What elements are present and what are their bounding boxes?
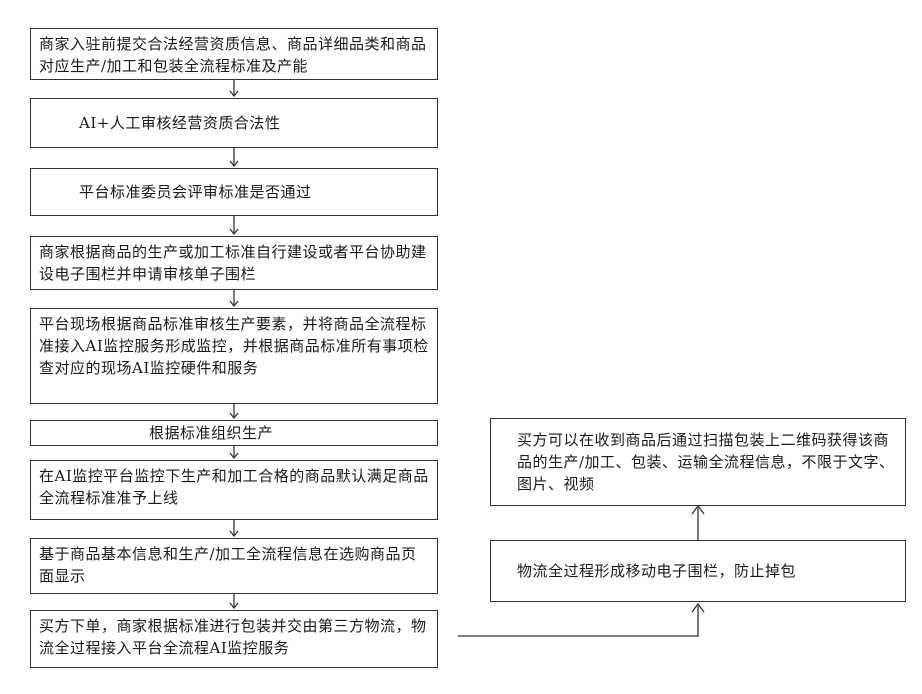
step-6-text: 根据标准组织生产 bbox=[149, 422, 273, 444]
step-5-text: 平台现场根据商品标准审核生产要素，并将商品全流程标准接入AI监控服务形成监控，并… bbox=[39, 315, 429, 377]
arrowhead-2-3 bbox=[230, 161, 238, 166]
right-step-1-box: 物流全过程形成移动电子围栏，防止掉包 bbox=[490, 540, 906, 602]
step-6-box: 根据标准组织生产 bbox=[30, 420, 438, 446]
right-step-2-box: 买方可以在收到商品后通过扫描包装上二维码获得该商品的生产/加工、包装、运输全流程… bbox=[490, 418, 906, 506]
arrow-9-r1 bbox=[458, 606, 698, 636]
arrowhead-5-6 bbox=[230, 413, 238, 418]
step-9-text: 买方下单，商家根据标准进行包装并交由第三方物流，物流全过程接入平台全流程AI监控… bbox=[39, 617, 427, 657]
step-2-box: AI+人工审核经营资质合法性 bbox=[30, 98, 438, 148]
step-7-box: 在AI监控平台监控下生产和加工合格的商品默认满足商品全流程标准准予上线 bbox=[30, 460, 438, 520]
step-9-box: 买方下单，商家根据标准进行包装并交由第三方物流，物流全过程接入平台全流程AI监控… bbox=[30, 610, 438, 668]
arrowhead-r1-r2 bbox=[692, 506, 704, 514]
arrowhead-7-8 bbox=[230, 531, 238, 536]
step-5-box: 平台现场根据商品标准审核生产要素，并将商品全流程标准接入AI监控服务形成监控，并… bbox=[30, 308, 438, 404]
step-3-text: 平台标准委员会评审标准是否通过 bbox=[79, 181, 312, 203]
arrowhead-3-4 bbox=[230, 229, 238, 234]
arrowhead-1-2 bbox=[230, 91, 238, 96]
step-8-text: 基于商品基本信息和生产/加工全流程信息在选购商品页面显示 bbox=[39, 545, 417, 585]
step-4-text: 商家根据商品的生产或加工标准自行建设或者平台协助建设电子围栏并申请审核单子围栏 bbox=[39, 243, 427, 283]
step-8-box: 基于商品基本信息和生产/加工全流程信息在选购商品页面显示 bbox=[30, 538, 438, 594]
arrowhead-9-r1 bbox=[692, 604, 704, 612]
step-1-box: 商家入驻前提交合法经营资质信息、商品详细品类和商品对应生产/加工和包装全流程标准… bbox=[30, 28, 438, 80]
step-7-text: 在AI监控平台监控下生产和加工合格的商品默认满足商品全流程标准准予上线 bbox=[39, 467, 429, 507]
right-step-1-text: 物流全过程形成移动电子围栏，防止掉包 bbox=[517, 560, 796, 582]
arrowhead-8-9 bbox=[230, 603, 238, 608]
step-4-box: 商家根据商品的生产或加工标准自行建设或者平台协助建设电子围栏并申请审核单子围栏 bbox=[30, 236, 438, 290]
step-1-text: 商家入驻前提交合法经营资质信息、商品详细品类和商品对应生产/加工和包装全流程标准… bbox=[39, 35, 427, 75]
arrowhead-4-5 bbox=[230, 301, 238, 306]
step-2-text: AI+人工审核经营资质合法性 bbox=[79, 112, 280, 134]
arrowhead-6-7 bbox=[230, 453, 238, 458]
right-step-2-text: 买方可以在收到商品后通过扫描包装上二维码获得该商品的生产/加工、包装、运输全流程… bbox=[517, 431, 895, 493]
step-3-box: 平台标准委员会评审标准是否通过 bbox=[30, 168, 438, 216]
